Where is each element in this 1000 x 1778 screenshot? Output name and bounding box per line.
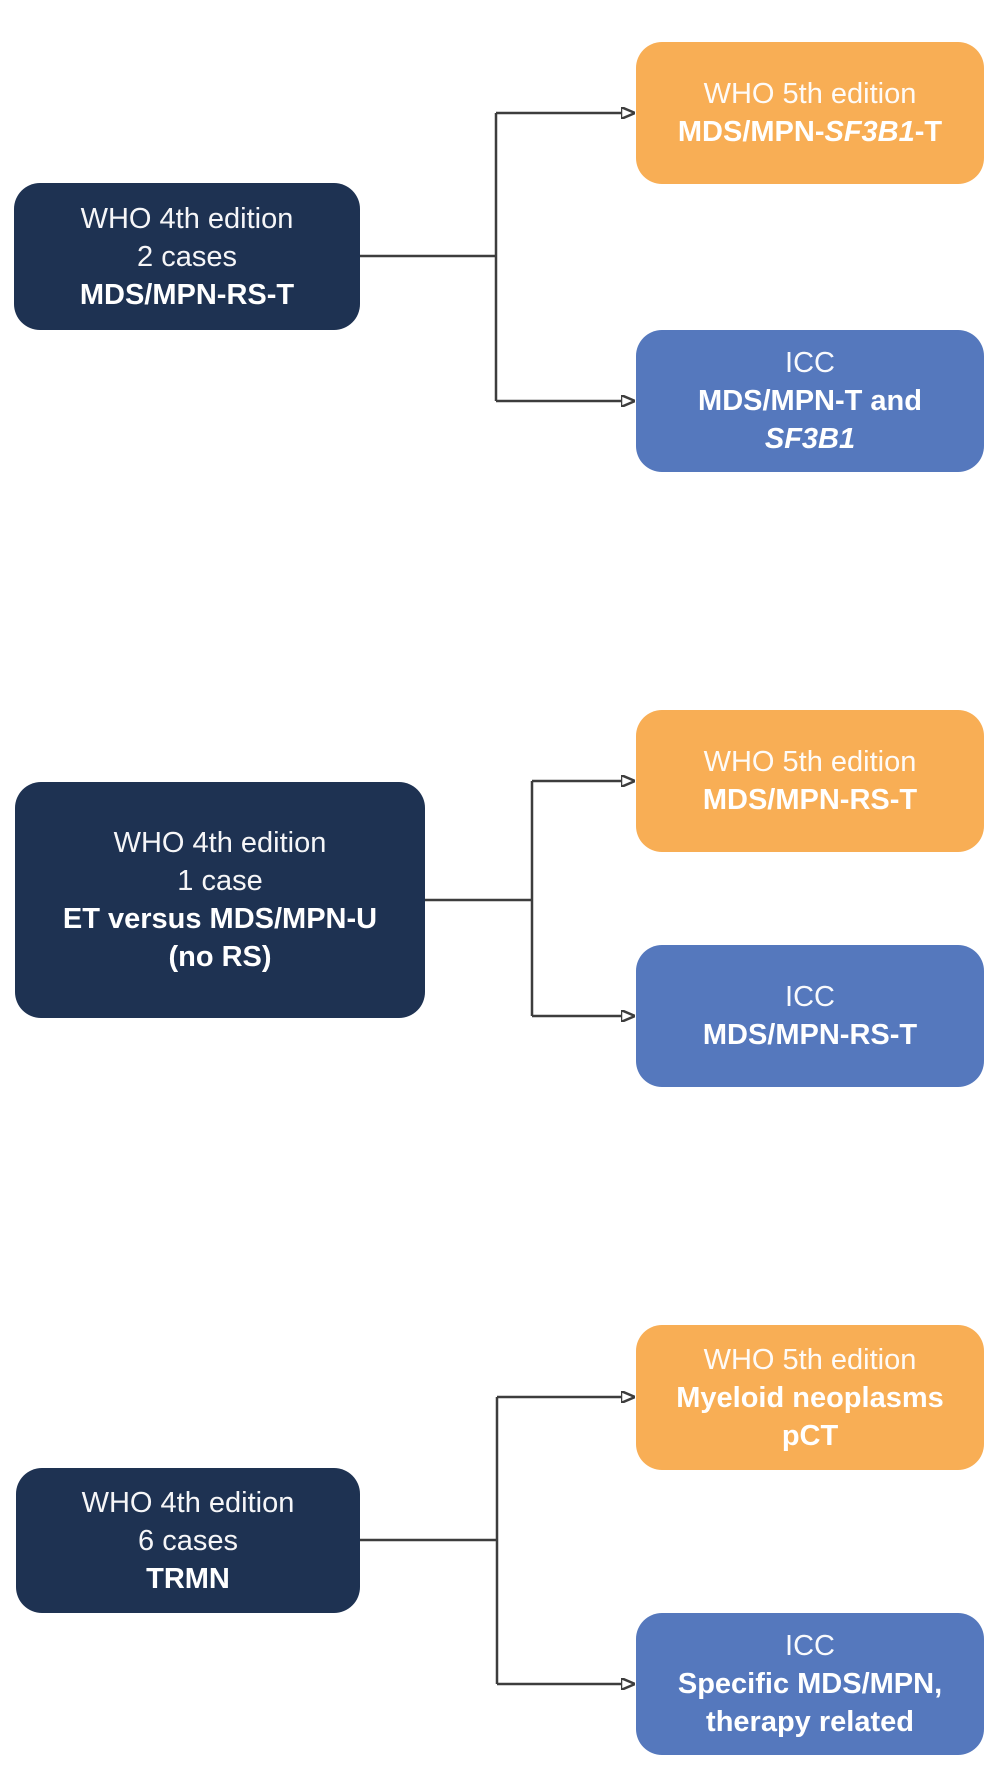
- box-line: ET versus MDS/MPN-U: [62, 903, 378, 935]
- box-line: therapy related: [706, 1706, 914, 1738]
- box-line: 6 cases: [138, 1524, 238, 1557]
- box-line: Myeloid neoplasms: [676, 1381, 944, 1414]
- box-line: WHO 5th edition: [703, 78, 917, 110]
- who4-source-box: WHO 4th edition 1 case ET versus MDS/MPN…: [15, 782, 425, 1018]
- box-line: WHO 5th edition: [703, 746, 917, 778]
- box-line: WHO 4th edition: [80, 202, 294, 235]
- box-line: TRMN: [146, 1562, 230, 1595]
- box-line: MDS/MPN-RS-T: [702, 784, 918, 816]
- box-line: Specific MDS/MPN,: [677, 1668, 943, 1700]
- box-line: MDS/MPN-RS-T: [702, 1019, 918, 1051]
- who5-result-box: WHO 5th edition MDS/MPN-RS-T: [636, 710, 984, 852]
- box-line: MDS/MPN-RS-T: [79, 278, 295, 311]
- box-line: (no RS): [168, 941, 272, 973]
- who4-source-box: WHO 4th edition 6 cases TRMN: [16, 1468, 360, 1613]
- box-line: ICC: [785, 981, 835, 1013]
- box-line: MDS/MPN-SF3B1-T: [677, 116, 943, 148]
- box-line: WHO 5th edition: [703, 1343, 917, 1376]
- box-line: WHO 4th edition: [113, 827, 327, 859]
- box-line: 1 case: [177, 865, 263, 897]
- box-line: MDS/MPN-T and: [698, 385, 922, 417]
- icc-result-box: ICC MDS/MPN-RS-T: [636, 945, 984, 1087]
- who4-source-box: WHO 4th edition 2 cases MDS/MPN-RS-T: [14, 183, 360, 330]
- box-line: pCT: [781, 1419, 839, 1452]
- box-line: SF3B1: [764, 423, 856, 455]
- box-line: ICC: [785, 347, 835, 379]
- icc-result-box: ICC MDS/MPN-T and SF3B1: [636, 330, 984, 472]
- icc-result-box: ICC Specific MDS/MPN, therapy related: [636, 1613, 984, 1755]
- who5-result-box: WHO 5th edition Myeloid neoplasms pCT: [636, 1325, 984, 1470]
- who5-result-box: WHO 5th edition MDS/MPN-SF3B1-T: [636, 42, 984, 184]
- box-line: WHO 4th edition: [81, 1486, 295, 1519]
- box-line: 2 cases: [137, 240, 237, 273]
- box-line: ICC: [785, 1630, 835, 1662]
